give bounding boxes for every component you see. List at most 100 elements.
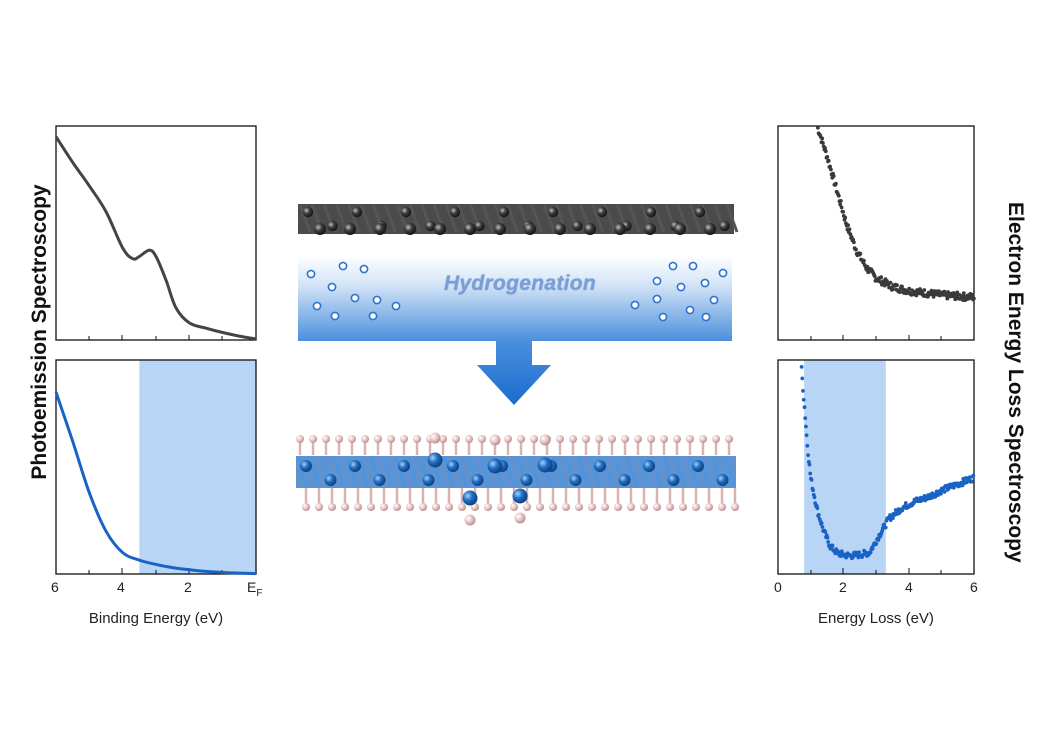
carbon-atom	[425, 220, 436, 232]
carbon-bond	[298, 204, 312, 233]
carbon-atom-sp3	[373, 474, 386, 486]
hydrogen-atom-bottom	[510, 503, 518, 511]
pes-top-frame	[55, 125, 257, 341]
hydrogen-atom-bottom	[536, 503, 544, 511]
hydrogen-atom-bottom	[393, 503, 401, 511]
hydrogen-atom-top	[569, 435, 577, 443]
eels-top-frame	[777, 125, 975, 341]
carbon-bond	[627, 204, 641, 233]
eels-top-point	[895, 283, 899, 288]
hydrogen-atom-top	[429, 432, 441, 444]
carbon-atom	[327, 220, 338, 232]
hydrogen-atom-top	[296, 435, 304, 443]
hydrogen-atom	[372, 295, 382, 305]
hydrogen-atom	[685, 305, 695, 315]
carbon-bond	[444, 204, 458, 233]
hydrogen-atom-top	[361, 435, 369, 443]
carbon-atom	[694, 206, 706, 218]
carbon-bond	[725, 204, 739, 233]
eels-top-point	[816, 125, 820, 130]
eels-top-point	[931, 295, 936, 299]
hydrogenation-label: Hydrogenation	[443, 272, 597, 295]
eels-bottom-point	[891, 516, 895, 520]
carbon-atom-sp3	[487, 458, 503, 474]
eels-bottom-point	[812, 495, 817, 500]
hydrogen-atom	[330, 311, 340, 321]
hydrogen-atom-top	[634, 435, 642, 443]
hydrogen-atom	[327, 282, 337, 292]
eels-bottom-point	[801, 397, 806, 402]
eels-top-point	[858, 251, 863, 256]
pes-bottom-panel	[54, 359, 257, 576]
hydrogen-atom	[688, 261, 698, 271]
carbon-bond	[406, 457, 419, 487]
carbon-atom	[302, 206, 314, 218]
carbon-atom-sp3	[462, 490, 478, 506]
eels-bottom-point	[802, 405, 807, 410]
hydrogen-atom	[718, 268, 728, 278]
carbon-bond	[479, 457, 492, 487]
eels-top-point	[820, 136, 825, 141]
eels-bottom-point	[804, 433, 809, 438]
carbon-bond	[381, 457, 394, 487]
eels-top-point	[922, 288, 927, 292]
hydrogen-atom-bottom	[679, 503, 687, 511]
carbon-atom-sp3	[324, 474, 337, 486]
eels-top-point	[841, 209, 845, 214]
pes-highlight-region	[139, 360, 256, 574]
carbon-bond	[625, 457, 638, 487]
eels-bottom-point	[809, 478, 814, 482]
carbon-bond	[455, 457, 468, 487]
carbon-atom	[645, 206, 657, 218]
eels-hydrogenated-points	[799, 365, 976, 561]
hydrogen-atom-bottom	[575, 503, 583, 511]
carbon-bond	[345, 457, 358, 487]
hydrogen-atom-bottom	[432, 503, 440, 511]
hydrogen-atom-top	[465, 435, 473, 443]
hydrogen-atom-top	[621, 435, 629, 443]
carbon-atom	[719, 220, 730, 232]
eels-bottom-point	[857, 550, 861, 555]
carbon-bond	[589, 457, 602, 487]
hydrogen-atom-top	[595, 435, 603, 443]
hydrogen-atom	[700, 278, 710, 288]
hydrogen-atom-top	[374, 435, 382, 443]
eels-bottom-point	[799, 365, 804, 369]
carbon-atom	[584, 223, 596, 235]
eels-bottom-point	[816, 513, 821, 517]
eels-top-point	[862, 258, 866, 263]
eels-top-point	[836, 193, 841, 198]
hydrogen-atom-top	[489, 434, 501, 446]
carbon-atom-sp3	[512, 488, 528, 504]
carbon-atom-sp3	[569, 474, 582, 486]
hydrogen-atom	[668, 261, 678, 271]
eels-graphene-points	[816, 125, 976, 302]
hydrogen-atom-top	[582, 435, 590, 443]
carbon-bond	[674, 457, 687, 487]
hydrogen-atom-bottom	[549, 503, 557, 511]
pes-top-panel	[54, 125, 257, 341]
carbon-atom	[474, 220, 485, 232]
carbon-atom	[554, 223, 566, 235]
hydrogen-atom-top	[309, 435, 317, 443]
hydrogen-atom	[312, 301, 322, 311]
eels-title: Electron Energy Loss Spectroscopy	[1004, 202, 1027, 563]
eels-top-point	[872, 274, 877, 278]
eels-bottom-panel	[777, 359, 976, 575]
hydrogen-atom-bottom	[523, 503, 531, 511]
hydrogen-atom	[652, 294, 662, 304]
hydrogenated-plane	[296, 456, 736, 488]
hydrogen-atom-bottom	[458, 503, 466, 511]
eels-top-point	[929, 288, 934, 293]
pes-x-axis-label: Binding Energy (eV)	[88, 610, 224, 627]
eels-top-point	[821, 141, 825, 145]
carbon-bond	[308, 457, 321, 487]
down-arrow	[477, 341, 551, 405]
carbon-atom	[494, 223, 506, 235]
hydrogen-atom-bottom	[666, 503, 674, 511]
hydrogen-atom-bottom	[354, 503, 362, 511]
hydrogen-atom	[652, 276, 662, 286]
hydrogen-atom-bottom	[653, 503, 661, 511]
hydrogen-atom-top	[517, 435, 525, 443]
carbon-atom-sp3	[447, 460, 459, 472]
